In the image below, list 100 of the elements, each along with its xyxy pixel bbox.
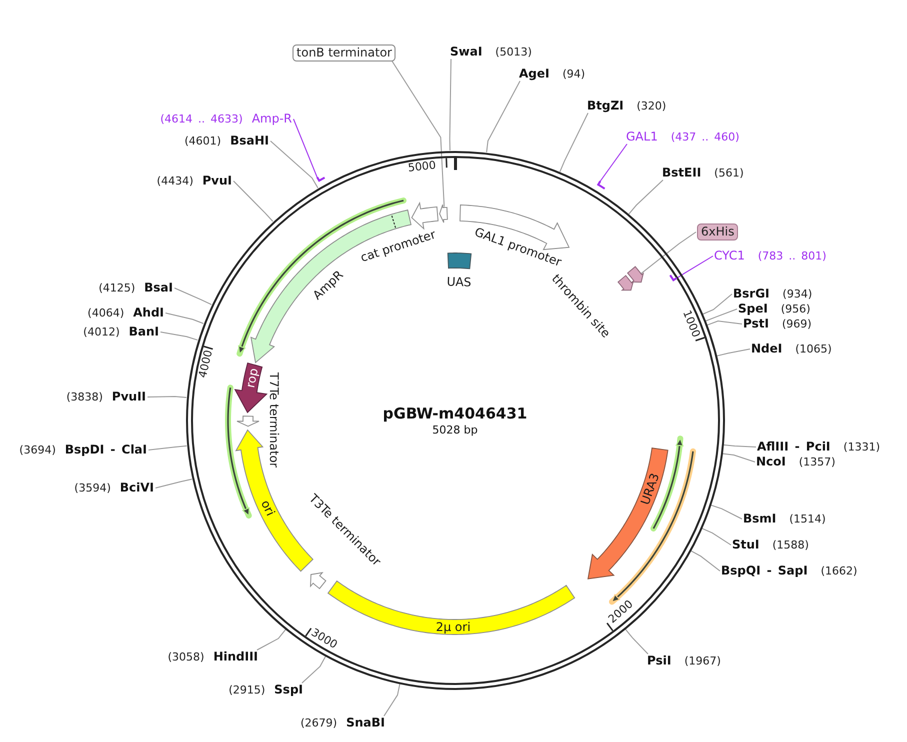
leader-line — [148, 445, 188, 450]
enzyme-name: SpeI — [738, 302, 768, 316]
cut-position: (2915) — [228, 684, 266, 698]
primer-mark — [668, 274, 678, 282]
leader-line — [155, 478, 193, 488]
leader-line — [160, 332, 198, 341]
scale-label: 4000 — [197, 349, 216, 380]
enzyme-name: BsaI — [144, 280, 173, 294]
cut-position: (4434) — [156, 174, 194, 188]
cut-position: (4125) — [98, 282, 136, 296]
cut-position: (4601) — [184, 134, 222, 148]
feature-label: UAS — [446, 274, 472, 290]
leader-line — [705, 308, 738, 322]
enzyme-name: BanI — [128, 324, 159, 338]
terminator-segment — [438, 204, 448, 223]
plasmid-name: pGBW-m4046431 — [382, 405, 528, 423]
feature-label: 2μ ori — [436, 620, 471, 634]
cut-position: (1588) — [772, 538, 809, 552]
leader-line — [293, 118, 318, 178]
cut-position: (969) — [782, 318, 812, 332]
enzyme-name: StuI — [732, 538, 760, 552]
leader-line — [147, 396, 187, 398]
feature-tag: tonB terminator — [292, 44, 396, 61]
leader-line — [449, 58, 452, 152]
cut-position: (5013) — [495, 46, 532, 60]
enzyme-name: BspDI - ClaI — [64, 442, 147, 456]
cut-position: (1331) — [843, 440, 880, 454]
cut-position: (320) — [636, 100, 666, 114]
primer-name: GAL1 — [626, 130, 658, 144]
cut-position: (1065) — [795, 342, 832, 356]
cut-position: (1967) — [684, 654, 721, 668]
enzyme-name: BciVI — [120, 480, 154, 494]
leader-line — [486, 80, 520, 153]
enzyme-name: BsmI — [743, 512, 776, 526]
leader-line — [710, 504, 742, 520]
enzyme-name: BsrGI — [733, 286, 770, 300]
enzyme-name: BspQI - SapI — [721, 564, 808, 578]
enzyme-name: SwaI — [450, 44, 482, 58]
cut-position: (3694) — [19, 444, 56, 458]
primer-name: CYC1 — [714, 248, 745, 262]
primer-position: (437 .. 460) — [670, 130, 740, 144]
cut-position: (934) — [782, 288, 812, 302]
feature-label: T7Te terminator — [266, 372, 281, 468]
leader-line — [392, 60, 445, 208]
primer-mark — [596, 180, 606, 190]
leader-line — [384, 683, 400, 716]
leader-line — [716, 348, 750, 356]
enzyme-name: NcoI — [756, 454, 786, 468]
cut-position: (3838) — [66, 390, 103, 404]
enzyme-name: PsiI — [647, 654, 672, 668]
feature-label: URA3 — [638, 471, 662, 507]
enzyme-name: BstEII — [662, 166, 702, 180]
cut-position: (4064) — [88, 306, 124, 320]
feature-tag: 6xHis — [697, 224, 738, 240]
leader-line — [302, 656, 326, 684]
leader-line — [624, 628, 648, 654]
enzyme-name: SspI — [274, 682, 303, 696]
cut-position: (3594) — [74, 482, 111, 496]
leader-line — [706, 320, 742, 326]
primer-position: (4614 .. 4633) — [160, 112, 243, 126]
enzyme-name: NdeI — [751, 342, 782, 356]
scale-label: 5000 — [408, 160, 437, 175]
leader-line — [270, 140, 318, 188]
leader-line — [174, 288, 212, 306]
enzyme-name: AhdI — [133, 306, 164, 320]
leader-line — [722, 444, 756, 448]
tag-segment — [626, 266, 644, 284]
primer-mark — [316, 176, 326, 182]
enzyme-name: BsaHI — [230, 134, 269, 148]
leader-line — [559, 112, 588, 172]
enzyme-name: PvuII — [112, 390, 146, 404]
feature-label: rop — [242, 367, 261, 390]
cut-position: (94) — [562, 68, 586, 82]
primer-position: (783 .. 801) — [758, 250, 826, 264]
cut-position: (2679) — [300, 716, 338, 730]
cut-position: (1357) — [798, 456, 836, 470]
leader-line — [640, 232, 696, 274]
enzyme-name: SnaBI — [346, 716, 385, 730]
leader-line — [256, 629, 286, 650]
cut-position: (1514) — [789, 512, 826, 526]
primer-name: Amp-R — [252, 112, 292, 126]
leader-line — [690, 550, 720, 572]
enzyme-name: HindIII — [213, 650, 258, 664]
leader-line — [233, 180, 274, 222]
leader-line — [676, 256, 714, 279]
enzyme-name: PvuI — [202, 174, 232, 188]
enzyme-name: AgeI — [519, 66, 550, 80]
leader-line — [722, 453, 756, 462]
plasmid-size: 5028 bp — [432, 424, 478, 438]
feature-label: ori — [258, 498, 278, 518]
enzyme-name: BtgZI — [587, 98, 624, 112]
enzyme-name: PstI — [743, 316, 769, 330]
cut-position: (561) — [714, 166, 744, 180]
cut-position: (956) — [780, 302, 810, 316]
leader-line — [701, 528, 732, 546]
enzyme-name: AflIII - PciI — [757, 440, 830, 454]
cut-position: (1662) — [820, 564, 858, 578]
leader-line — [702, 294, 732, 315]
cut-position: (3058) — [168, 650, 204, 664]
scale-label: 1000 — [680, 308, 702, 339]
